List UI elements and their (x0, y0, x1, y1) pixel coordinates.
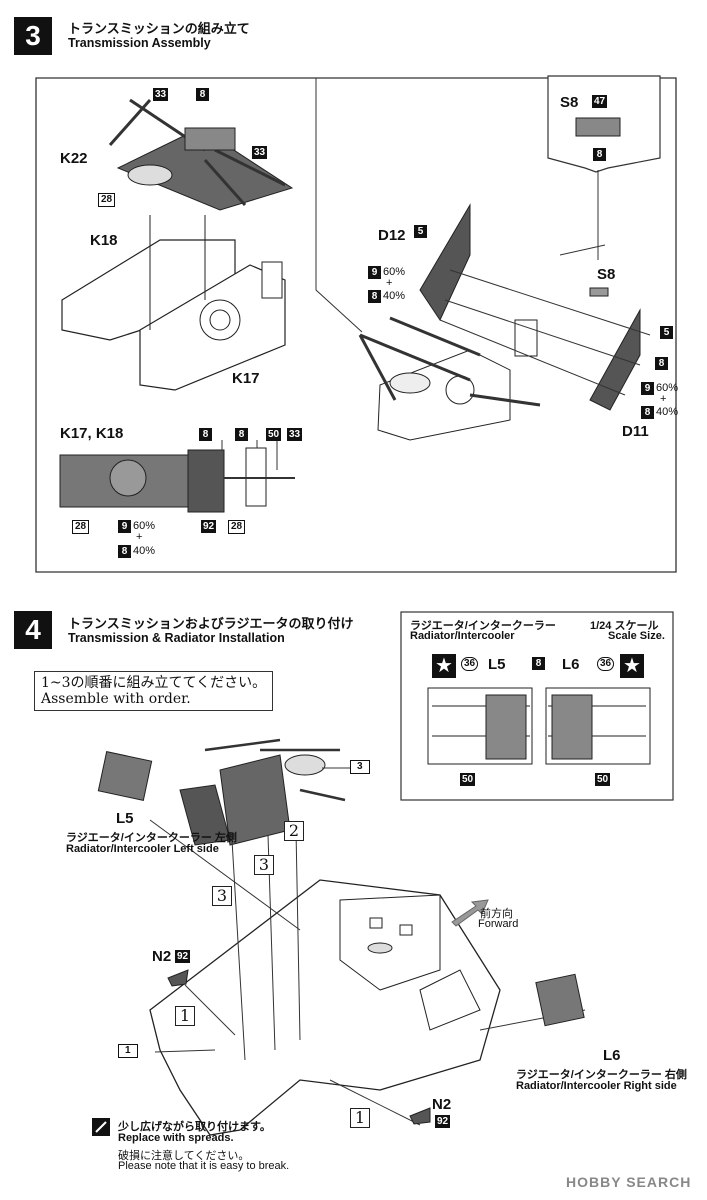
part-tag-9: 9 (641, 382, 654, 395)
part-tag-92: 92 (175, 950, 191, 963)
n2-label: N2 (152, 948, 172, 965)
order-marker-1: 1 (175, 1006, 195, 1026)
mix-60-percent: 60% (383, 266, 406, 278)
l6-label: L6 (603, 1047, 621, 1064)
warning-spread-en: Replace with spreads. (118, 1132, 234, 1144)
l6-desc-en: Radiator/Intercooler Right side (516, 1080, 677, 1092)
order-marker-3: 3 (254, 855, 274, 875)
part-tag-36: 36 (597, 657, 615, 671)
step-4-title-en: Transmission & Radiator Installation (68, 631, 285, 645)
step-4-number: 4 (14, 611, 52, 649)
step-3-title-en: Transmission Assembly (68, 36, 211, 50)
warning-break-jp: 破損に注意してください。 (118, 1150, 250, 1162)
part-tag-8: 8 (196, 88, 209, 101)
part-d12-label: D12 (378, 227, 406, 244)
part-tag-8: 8 (235, 428, 248, 441)
part-tag-50: 50 (266, 428, 282, 441)
order-marker-1: 1 (350, 1108, 370, 1128)
part-tag-33: 33 (153, 88, 169, 101)
part-s8-callout-label: S8 (560, 94, 579, 111)
mix-40-percent: 40% (656, 406, 679, 418)
part-k17-k18-label: K17, K18 (60, 425, 124, 442)
order-marker-2: 2 (284, 821, 304, 841)
inset-scale-jp: 1/24 スケール (590, 620, 659, 632)
part-tag-50: 50 (460, 773, 476, 786)
assembly-order-note: 1~3の順番に組み立ててください。 Assemble with order. (34, 671, 274, 711)
order-marker-3: 3 (212, 886, 232, 906)
part-tag-8: 8 (118, 545, 131, 558)
part-tag-8: 8 (655, 357, 668, 370)
forward-label-en: Forward (478, 918, 519, 930)
mix-40-percent: 40% (383, 290, 406, 302)
star-icon: ★ (432, 654, 456, 678)
order-note-en: Assemble with order. (41, 691, 191, 707)
inset-l5-label: L5 (488, 656, 506, 673)
warning-break-en: Please note that it is easy to break. (118, 1160, 290, 1172)
part-tag-92: 92 (201, 520, 217, 533)
part-tag-9: 9 (368, 266, 381, 279)
warning-spread-jp: 少し広げながら取り付けます。 (118, 1121, 271, 1133)
part-tag-92: 92 (435, 1115, 451, 1128)
l5-desc-en: Radiator/Intercooler Left side (66, 843, 219, 855)
inset-title-jp: ラジエータ/インタークーラー (410, 620, 556, 632)
mix-40-percent: 40% (133, 545, 156, 557)
part-tag-8: 8 (641, 406, 654, 419)
part-tag-28: 28 (72, 520, 90, 534)
part-k22-label: K22 (60, 150, 88, 167)
part-tag-50: 50 (595, 773, 611, 786)
mix-plus: + (386, 277, 393, 289)
step-3-number: 3 (14, 17, 52, 55)
part-tag-8: 8 (532, 657, 545, 670)
mix-60-percent: 60% (656, 382, 679, 394)
part-k18-label: K18 (90, 232, 118, 249)
step-3-title-jp: トランスミッションの組み立て (68, 22, 250, 37)
part-k17-label: K17 (232, 370, 260, 387)
part-tag-47: 47 (592, 95, 608, 108)
order-note-jp: 1~3の順番に組み立ててください。 (41, 675, 267, 691)
part-tag-28: 28 (228, 520, 246, 534)
part-s8-label: S8 (597, 266, 616, 283)
mix-60-percent: 60% (133, 520, 156, 532)
part-d11-label: D11 (622, 423, 649, 440)
forward-label-jp: 前方向 (480, 908, 513, 920)
part-tag-8: 8 (368, 290, 381, 303)
l6-desc-jp: ラジエータ/インタークーラー 右側 (516, 1069, 687, 1081)
step-1-reference: 1 (118, 1044, 138, 1058)
inset-title-en: Radiator/Intercooler (410, 630, 515, 642)
mix-plus: + (660, 393, 667, 405)
step-3-reference: 3 (350, 760, 370, 774)
part-tag-33: 33 (287, 428, 303, 441)
l5-desc-jp: ラジエータ/インタークーラー 左側 (66, 832, 237, 844)
n2-label: N2 (432, 1096, 452, 1113)
part-tag-5: 5 (414, 225, 427, 238)
part-tag-33: 33 (252, 146, 268, 159)
part-tag-28: 28 (98, 193, 116, 207)
l5-label: L5 (116, 810, 134, 827)
watermark: HOBBY SEARCH (566, 1174, 692, 1190)
inset-scale-en: Scale Size. (608, 630, 665, 642)
inset-l6-label: L6 (562, 656, 580, 673)
part-tag-8: 8 (199, 428, 212, 441)
part-tag-8: 8 (593, 148, 606, 161)
part-tag-5: 5 (660, 326, 673, 339)
part-tag-9: 9 (118, 520, 131, 533)
mix-plus: + (136, 531, 143, 543)
part-tag-36: 36 (461, 657, 479, 671)
step-4-title-jp: トランスミッションおよびラジエータの取り付け (68, 617, 354, 632)
star-icon: ★ (620, 654, 644, 678)
